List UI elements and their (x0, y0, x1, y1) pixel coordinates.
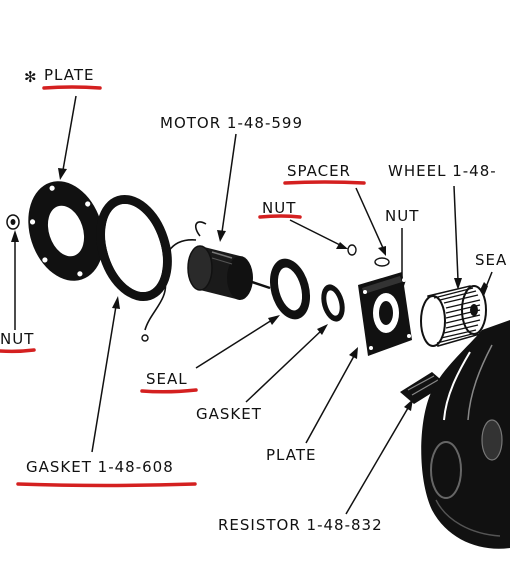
leader-gasket-large (91, 305, 117, 453)
label-spacer: SPACER (287, 162, 351, 180)
label-plate-lower: PLATE (266, 446, 316, 464)
arrowhead-gasket-large (112, 296, 120, 309)
gasket-large-part (96, 194, 172, 302)
arrowhead-plate-lower (349, 347, 358, 359)
leader-plate-top (62, 95, 77, 171)
leader-lines (11, 95, 493, 515)
label-nut-left: NUT (0, 330, 34, 348)
arrowhead-seal (268, 315, 280, 325)
spacer-part (374, 257, 390, 267)
gasket-small-part (321, 284, 345, 322)
arrowhead-gasket-small (317, 324, 328, 335)
seal-part (269, 258, 311, 320)
red-underlines (0, 85, 366, 488)
leader-wheel (453, 185, 459, 281)
underline-nut-upper (258, 214, 302, 219)
leader-nut-upper (289, 219, 341, 246)
underline-plate-top (42, 85, 102, 90)
arrowhead-resistor (404, 399, 413, 411)
nut-left-part (6, 214, 20, 230)
arrowhead-motor (217, 230, 226, 242)
leader-gasket-small (245, 329, 323, 403)
plate-marker-asterisk: ✻ (24, 68, 38, 86)
underline-seal (140, 388, 198, 394)
label-gasket-large: GASKET 1-48-608 (26, 458, 174, 476)
label-nut-right: NUT (385, 207, 419, 225)
mounting-plate-part (28, 181, 104, 281)
underline-nut-left (0, 348, 36, 354)
label-resistor: RESISTOR 1-48-832 (218, 516, 383, 534)
leader-plate-lower (305, 355, 355, 444)
label-gasket-small: GASKET (196, 405, 262, 423)
arrowhead-spacer (378, 246, 386, 256)
seal-right-part (480, 282, 488, 296)
leader-motor (221, 133, 237, 233)
leader-resistor (345, 407, 409, 515)
arrowhead-nut-left (11, 230, 19, 242)
arrowhead-wheel (454, 278, 462, 290)
arrowhead-plate-top (58, 168, 67, 180)
label-plate-top: PLATE (44, 66, 94, 84)
underline-spacer (283, 180, 366, 185)
leader-seal (195, 319, 273, 369)
leader-spacer (355, 187, 384, 249)
arrowhead-nut-upper (336, 242, 348, 249)
motor-plate-part (358, 272, 412, 356)
motor-part (141, 221, 271, 342)
label-seal: SEAL (146, 370, 188, 388)
label-seal-right: SEA (475, 251, 507, 269)
blower-wheel-part (420, 285, 487, 347)
label-nut-upper: NUT (262, 199, 296, 217)
underline-gasket-large (16, 482, 197, 488)
blower-housing-part (421, 320, 510, 549)
resistor-part (400, 372, 446, 404)
label-motor: MOTOR 1-48-599 (160, 114, 303, 132)
label-wheel: WHEEL 1-48- (388, 162, 497, 180)
nut-upper-part (347, 244, 357, 256)
